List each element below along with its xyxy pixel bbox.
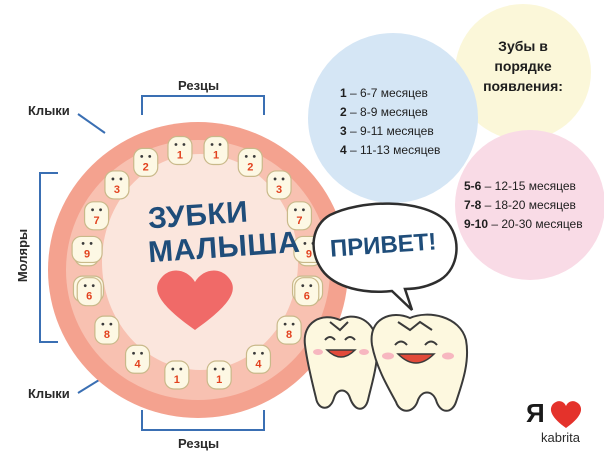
label-canines-top: Клыки <box>28 103 70 118</box>
speech-bubble <box>312 202 458 311</box>
order-title-line-1: Зубы в <box>498 38 548 54</box>
tooth-character-right <box>370 313 469 412</box>
bracket-molars <box>39 172 58 343</box>
tooth-number: 9 <box>84 248 90 260</box>
schedule-circle-blue <box>308 33 478 203</box>
tooth-number: 4 <box>255 358 262 370</box>
tooth: 7 <box>83 201 110 231</box>
tooth-character-left <box>303 315 379 410</box>
heart-icon <box>157 270 233 330</box>
tooth-number: 1 <box>216 374 222 386</box>
tooth: 3 <box>104 170 130 200</box>
tooth: 6 <box>76 277 102 307</box>
tooth: 9 <box>71 235 103 264</box>
schedule-row: 3 – 9-11 месяцев <box>340 124 434 138</box>
tooth: 8 <box>276 315 302 345</box>
label-canines-bottom: Клыки <box>28 386 70 401</box>
schedule-pink-list: 5-6 – 12-15 месяцев 7-8 – 18-20 месяцев … <box>464 177 583 234</box>
tooth-number: 1 <box>174 374 180 386</box>
bracket-incisors-bottom <box>141 410 265 431</box>
tooth: 3 <box>266 170 292 200</box>
label-incisors-bottom: Резцы <box>178 436 220 451</box>
tooth: 4 <box>124 344 151 374</box>
brand-ya: Я <box>526 398 545 428</box>
schedule-row: 1 – 6-7 месяцев <box>340 86 428 100</box>
schedule-row: 4 – 11-13 месяцев <box>340 143 441 157</box>
tooth-number: 9 <box>306 248 312 260</box>
tooth: 1 <box>203 135 229 166</box>
schedule-row: 2 – 8-9 месяцев <box>340 105 428 119</box>
tooth: 7 <box>286 201 313 231</box>
brand-name: kabrita <box>541 430 581 445</box>
tooth-number: 6 <box>86 291 92 303</box>
schedule-circle-pink <box>455 130 604 280</box>
label-incisors-top: Резцы <box>178 78 220 93</box>
tooth-number: 8 <box>286 329 292 341</box>
order-title-line-3: появления: <box>483 78 563 94</box>
schedule-row: 5-6 – 12-15 месяцев <box>464 179 576 193</box>
tooth-number: 4 <box>134 358 141 370</box>
order-title: Зубы в порядке появления: <box>473 36 573 96</box>
bracket-incisors-top <box>141 95 265 115</box>
tooth-number: 1 <box>177 150 183 162</box>
tooth: 2 <box>237 147 263 178</box>
schedule-blue-list: 1 – 6-7 месяцев 2 – 8-9 месяцев 3 – 9-11… <box>340 84 440 160</box>
brand-heart-icon <box>550 401 582 428</box>
tooth: 1 <box>164 360 190 390</box>
tooth: 4 <box>245 344 272 374</box>
tooth-number: 7 <box>94 215 100 227</box>
lower-teeth: 9 6 8 4 1 1 4 8 6 9 <box>71 235 325 390</box>
tooth: 1 <box>167 135 193 166</box>
order-title-line-2: порядке <box>494 58 552 74</box>
tooth: 6 <box>294 277 320 307</box>
tooth-number: 3 <box>114 184 120 196</box>
tooth-number: 8 <box>104 329 110 341</box>
tooth: 1 <box>206 360 232 390</box>
schedule-row: 7-8 – 18-20 месяцев <box>464 198 576 212</box>
tooth-number: 6 <box>304 291 310 303</box>
tooth-number: 1 <box>213 150 219 162</box>
bracket-canines-top <box>77 113 106 134</box>
tooth-number: 2 <box>143 161 149 173</box>
order-circle <box>455 4 591 140</box>
label-molars: Моляры <box>15 228 31 283</box>
tooth-number: 7 <box>296 215 302 227</box>
schedule-row: 9-10 – 20-30 месяцев <box>464 217 583 231</box>
tooth: 8 <box>94 315 120 345</box>
mouth-area <box>102 154 298 370</box>
tooth-number: 2 <box>247 161 253 173</box>
tooth-number: 3 <box>276 184 282 196</box>
tooth: 2 <box>133 147 159 178</box>
